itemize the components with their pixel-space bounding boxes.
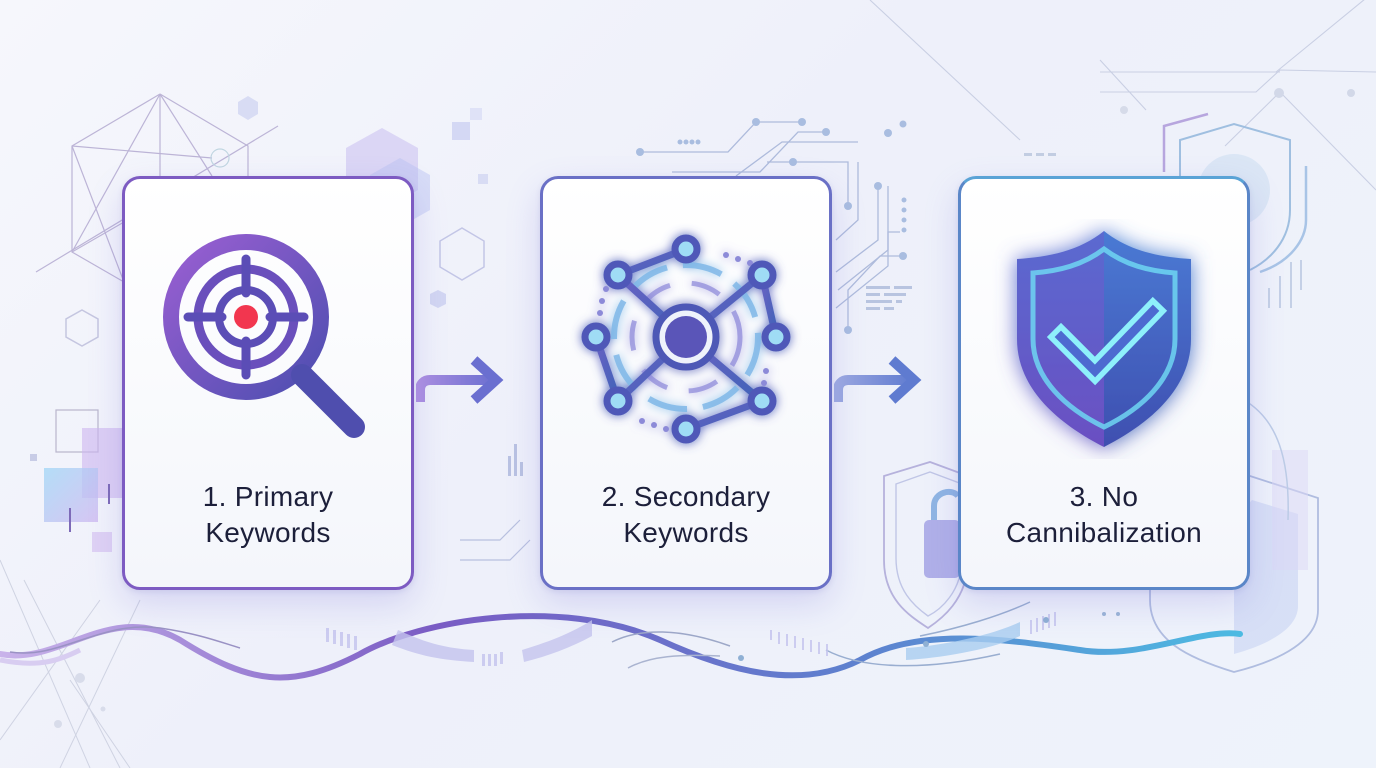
bg-shield-left (883, 461, 969, 630)
step-card-primary-keywords: 1. Primary Keywords (122, 176, 414, 590)
padlock-icon (924, 488, 961, 578)
step-title-line1: 3. No (1069, 481, 1139, 512)
flow-wave (0, 613, 1243, 681)
arrow-right-icon (416, 356, 504, 404)
step-title-line2: Keywords (205, 517, 331, 548)
step-title-line1: 1. Primary (202, 481, 334, 512)
hexagon-outline (65, 309, 99, 347)
step-label: 2. Secondary Keywords (543, 479, 829, 551)
target-magnifier-icon (125, 209, 411, 469)
arrow-right-icon (834, 356, 922, 404)
step-title-line2: Keywords (623, 517, 749, 548)
step-card-secondary-keywords: 2. Secondary Keywords (540, 176, 832, 590)
step-label: 1. Primary Keywords (125, 479, 411, 551)
step-title-line1: 2. Secondary (601, 481, 771, 512)
shield-check-icon (961, 209, 1247, 469)
step-title-line2: Cannibalization (1006, 517, 1202, 548)
hexagon-shape (238, 96, 258, 120)
step-label: 3. No Cannibalization (961, 479, 1247, 551)
step-card-no-cannibalization: 3. No Cannibalization (958, 176, 1250, 590)
network-hub-icon (543, 209, 829, 469)
